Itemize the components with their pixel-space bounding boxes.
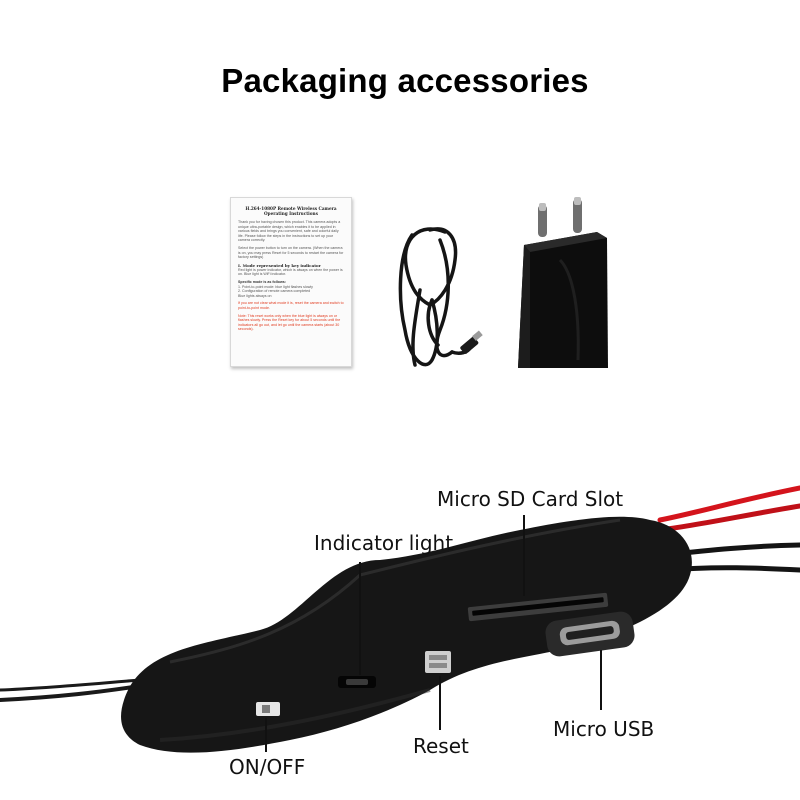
manual-mode-2: 2. Configuration of remote camera comple… [238, 289, 311, 294]
manual-specific-mode: Specific mode is as follows: [238, 279, 286, 284]
instruction-manual: H.264-1080P Remote Wireless Camera Opera… [230, 197, 352, 367]
manual-title: H.264-1080P Remote Wireless Camera Opera… [245, 206, 337, 216]
manual-note-1: If you are not clear what mode it is, re… [238, 301, 344, 310]
manual-intro: Thank you for having chosen this product… [238, 220, 341, 243]
manual-mode-3: Blue lights always on [238, 293, 272, 298]
label-reset: Reset [413, 734, 469, 758]
label-indicator-light: Indicator light [314, 531, 454, 555]
label-sd-slot: Micro SD Card Slot [437, 487, 624, 511]
usb-cable [398, 227, 472, 367]
manual-power-text: Select the power button to turn on the c… [238, 245, 344, 260]
leader-lines [265, 515, 602, 752]
manual-section-heading: I. Mode represented by key indicator [238, 262, 321, 268]
label-on-off: ON/OFF [229, 755, 306, 779]
camera-module [121, 516, 692, 753]
label-micro-usb: Micro USB [553, 717, 655, 741]
manual-note-2: Note: This reset works only when the blu… [238, 313, 341, 332]
page-title: Packaging accessories [221, 62, 589, 99]
usb-plug [460, 330, 483, 354]
wires [0, 485, 800, 702]
power-adapter [518, 197, 608, 368]
manual-indicator-text: Red light is power indicator, which is a… [238, 267, 343, 277]
manual-mode-1: 1. Point-to-point mode: blue light flash… [238, 284, 313, 289]
